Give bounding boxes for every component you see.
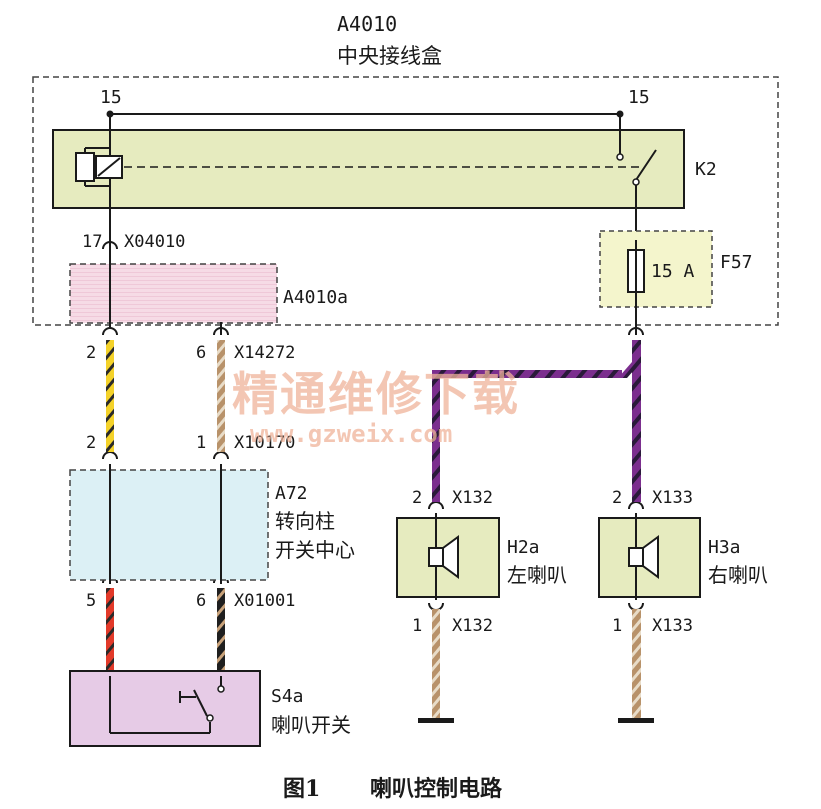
watermark-text: 精通维修下载 [232,367,520,421]
speaker-icon [428,535,459,579]
a4010a-label: A4010a [283,287,348,308]
relay-k2-box [52,129,685,209]
h2a-top-pin: 2 [412,488,422,508]
terminal-15-left-label: 15 [100,87,122,108]
central-junction-box-outline [32,76,779,326]
wire-brown-right-ground [632,609,641,721]
x01001-label: X01001 [234,591,295,611]
h3a-label: H3a [708,537,741,558]
s4a-name: 喇叭开关 [271,713,351,737]
h3a-top-pin: 2 [612,488,622,508]
relay-coil-slash [97,157,121,177]
switch-contact-top [217,685,225,693]
figure-title: 喇叭控制电路 [370,776,503,802]
x04010-pin-label: 17 [82,232,102,252]
switch-lever-icon [193,689,208,717]
a72-name-line1: 转向柱 [275,509,335,533]
terminal-15-right-label: 15 [628,87,650,108]
a4010a-box [69,263,278,324]
h2a-top-connector: X132 [452,488,493,508]
switch-contact-bottom [206,714,214,722]
x14272-label: X14272 [234,343,295,363]
wire-purple-junction [618,362,641,378]
a4010a-left-pin: 2 [86,343,96,363]
relay-contact-top [616,153,624,161]
relay-coil-icon [75,152,95,182]
h3a-bottom-connector: X133 [652,616,693,636]
s4a-box [69,670,261,747]
wire-red-black [106,588,114,676]
fuse-f57-box [599,230,713,308]
h2a-bottom-connector: X132 [452,616,493,636]
h2a-name: 左喇叭 [507,563,567,587]
wire-black-brown [217,588,225,676]
relay-contact-pivot [632,178,640,186]
a72-label: A72 [275,483,308,504]
a4010a-right-pin: 6 [196,343,206,363]
relay-contact-arm [635,149,657,181]
a72-box [69,469,269,581]
x10170-label: X10170 [234,433,295,453]
h3a-top-connector: X133 [652,488,693,508]
watermark-url: www.gzweix.com [250,420,452,448]
central-box-id: A4010 [337,12,397,36]
h3a-name: 右喇叭 [708,563,768,587]
wire-purple-feed [632,340,641,370]
ground-right-icon [618,718,654,723]
a72-bottom-right-pin: 6 [196,591,206,611]
x04010-connector-label: X04010 [124,232,185,252]
h2a-bottom-pin: 1 [412,616,422,636]
wire-yellow-black [106,340,114,452]
relay-k2-label: K2 [695,159,717,180]
fuse-rating-label: 15 A [651,261,695,282]
h3a-bottom-pin: 1 [612,616,622,636]
h2a-label: H2a [507,537,540,558]
a72-bottom-left-pin: 5 [86,591,96,611]
wire-brown-white [217,340,225,452]
fuse-f57-label: F57 [720,252,753,273]
a72-left-pin: 2 [86,433,96,453]
a72-name-line2: 开关中心 [275,538,355,562]
wire-purple-to-left-horn [432,370,440,502]
wire-purple-to-right-horn [632,370,641,502]
ground-left-icon [418,718,454,723]
central-box-name: 中央接线盒 [337,44,442,68]
wire-purple-horizontal [432,370,622,378]
wire-brown-left-ground [432,609,440,721]
a72-right-pin: 1 [196,433,206,453]
figure-number: 图1 [283,776,320,802]
speaker-icon [628,535,659,579]
s4a-label: S4a [271,686,304,707]
